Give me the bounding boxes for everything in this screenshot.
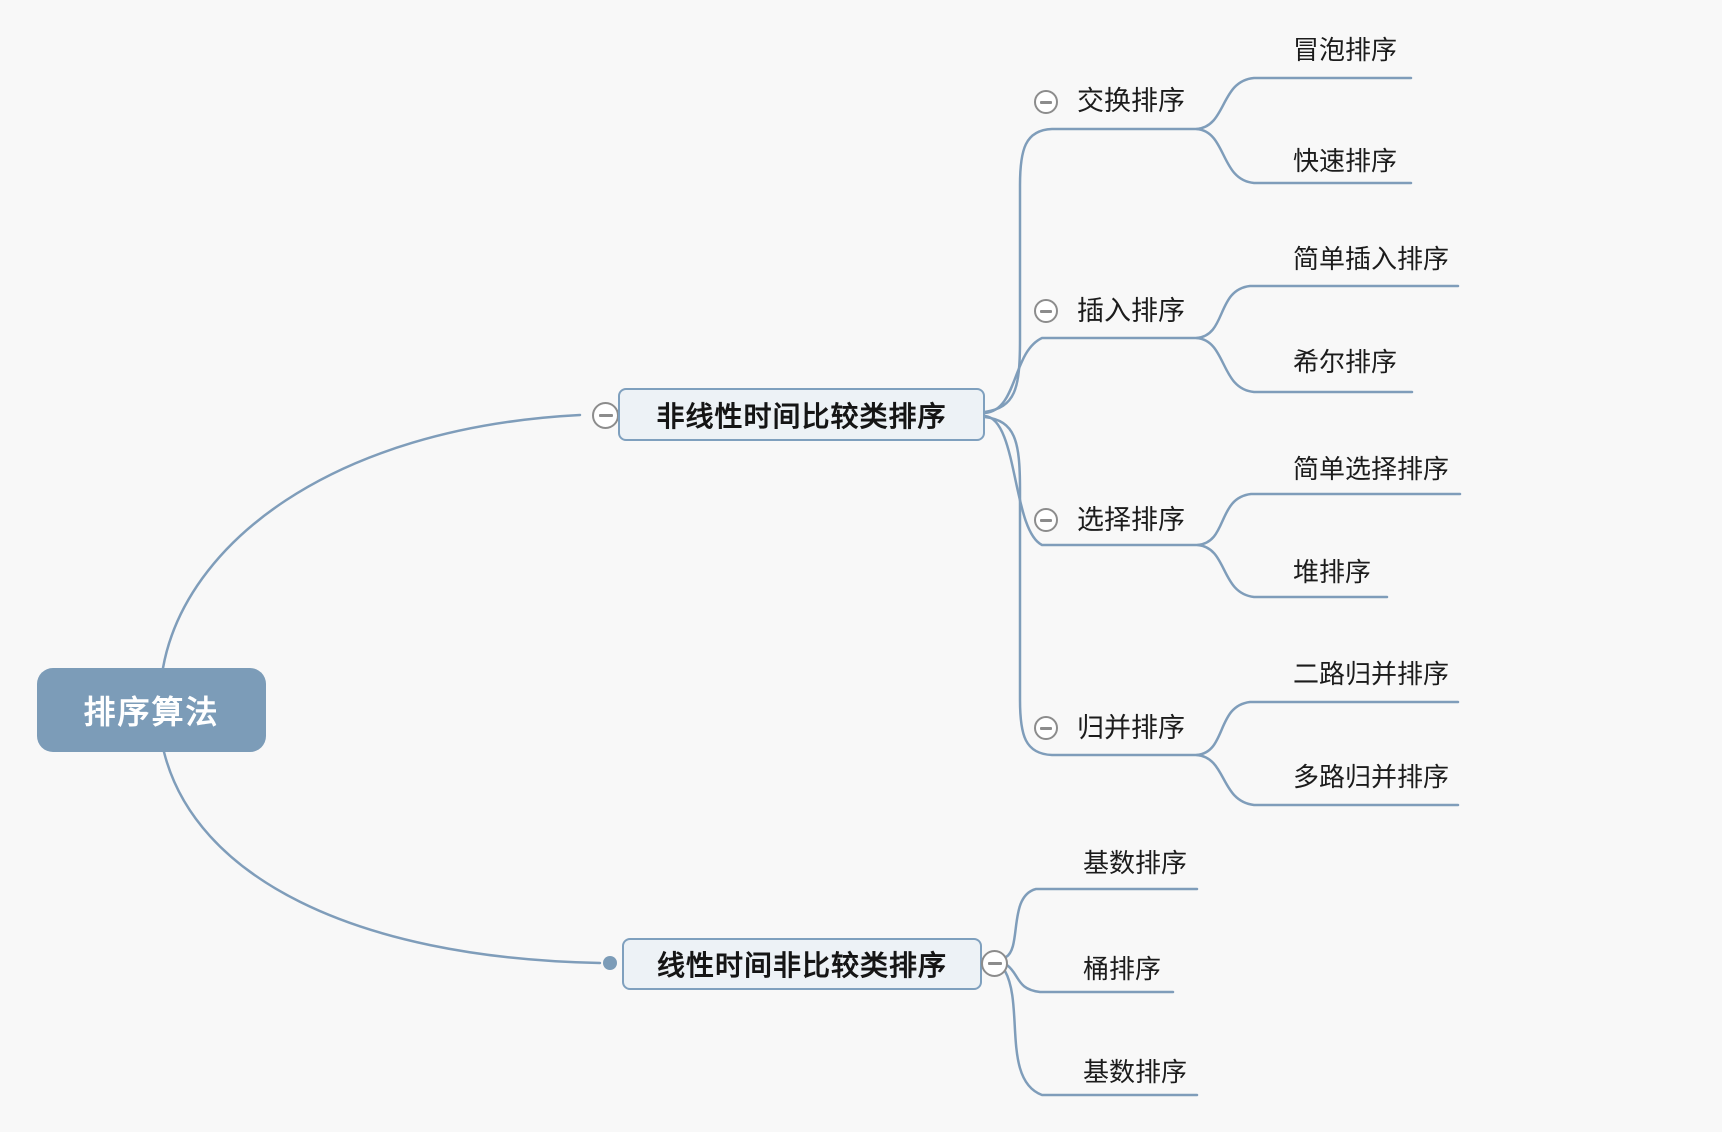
link-root-to-branch1 [161, 413, 582, 670]
topic-bucket-sort[interactable]: 桶排序 [1083, 955, 1162, 984]
link-to-bubble-sort [1195, 76, 1413, 131]
link-to-multi-way-merge-sort [1195, 753, 1460, 807]
root-node-sorting-algorithms[interactable]: 排序算法 [37, 668, 266, 752]
topic-bubble-sort[interactable]: 冒泡排序 [1293, 36, 1398, 65]
minus-glyph [1040, 100, 1052, 104]
collapse-minus-icon[interactable] [592, 402, 619, 429]
link-to-selection-sort [983, 414, 1200, 547]
topic-quick-sort[interactable]: 快速排序 [1293, 147, 1398, 176]
topic-simple-selection-sort[interactable]: 简单选择排序 [1293, 455, 1450, 484]
link-to-two-way-merge-sort [1195, 700, 1460, 757]
topic-exchange-sort[interactable]: 交换排序 [1077, 86, 1185, 116]
minus-glyph [1040, 518, 1052, 522]
topic-shell-sort[interactable]: 希尔排序 [1293, 348, 1398, 377]
topic-heap-sort[interactable]: 堆排序 [1293, 558, 1372, 587]
topic-multi-way-merge-sort[interactable]: 多路归并排序 [1293, 763, 1450, 792]
collapse-minus-icon[interactable] [1034, 716, 1058, 740]
collapse-minus-icon[interactable] [1034, 508, 1058, 532]
link-to-merge-sort [983, 415, 1199, 757]
branch-node-label: 非线性时间比较类排序 [656, 401, 947, 433]
branch-node-nonlinear-comparison[interactable]: 非线性时间比较类排序 [618, 388, 985, 441]
collapse-minus-icon[interactable] [1034, 299, 1058, 323]
link-to-simple-selection-sort [1196, 492, 1462, 547]
topic-insertion-sort[interactable]: 插入排序 [1077, 296, 1185, 326]
collapse-minus-icon[interactable] [1034, 90, 1058, 114]
topic-selection-sort[interactable]: 选择排序 [1077, 505, 1185, 535]
branch-node-linear-noncomparison[interactable]: 线性时间非比较类排序 [622, 938, 982, 990]
link-to-bucket-sort [1005, 963, 1175, 994]
link-to-heap-sort [1196, 543, 1389, 599]
branch-node-label: 线性时间非比较类排序 [656, 951, 947, 982]
link-to-exchange-sort [983, 127, 1199, 414]
link-to-radix-sort-bottom [1003, 969, 1199, 1097]
minus-glyph [1040, 309, 1052, 313]
topic-simple-insertion-sort[interactable]: 简单插入排序 [1293, 245, 1450, 274]
link-root-to-branch2 [162, 750, 602, 965]
link-to-shell-sort [1195, 336, 1414, 394]
minus-glyph [598, 414, 613, 417]
link-to-radix-sort-top [1004, 887, 1199, 959]
connection-dot [603, 956, 617, 970]
topic-radix-sort-top[interactable]: 基数排序 [1083, 849, 1188, 878]
link-to-quick-sort [1195, 127, 1413, 185]
link-to-simple-insertion-sort [1195, 284, 1460, 340]
minus-glyph [1040, 726, 1052, 730]
topic-two-way-merge-sort[interactable]: 二路归并排序 [1293, 660, 1450, 689]
topic-radix-sort-bottom[interactable]: 基数排序 [1083, 1058, 1188, 1087]
minus-glyph [987, 962, 1002, 965]
collapse-minus-icon[interactable] [981, 950, 1008, 977]
link-to-insertion-sort [983, 336, 1199, 415]
root-node-label: 排序算法 [83, 694, 220, 730]
topic-merge-sort[interactable]: 归并排序 [1077, 713, 1185, 743]
